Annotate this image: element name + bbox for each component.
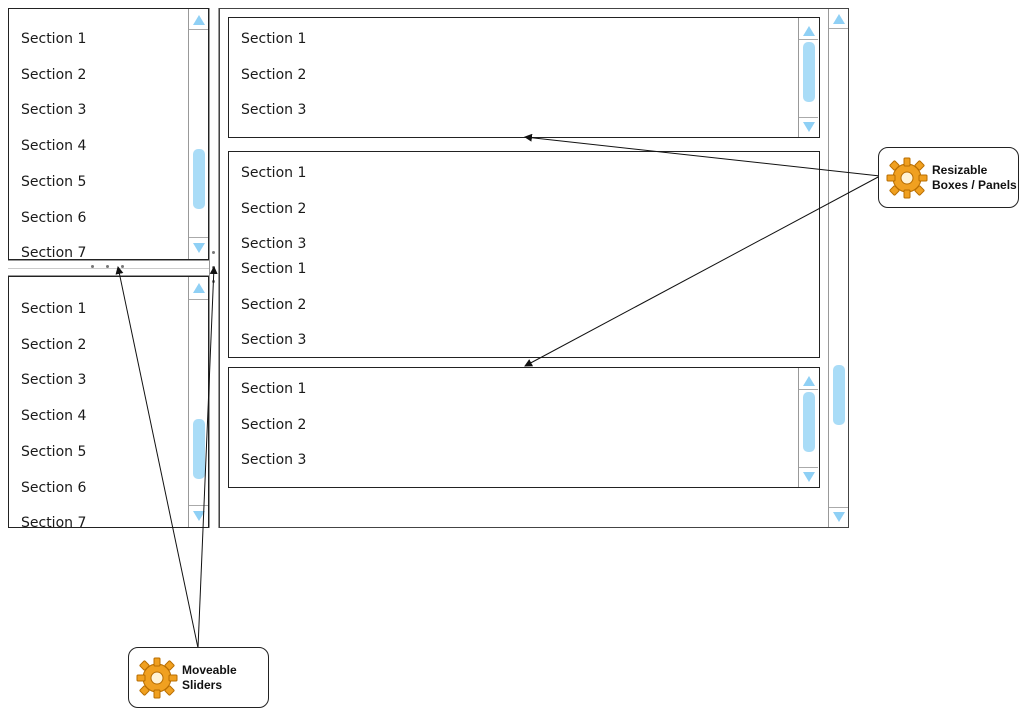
- callout-sliders-line1: Moveable: [182, 663, 237, 677]
- splitter-grip[interactable]: [212, 251, 215, 254]
- callout-resizable-line2: Boxes / Panels: [932, 178, 1017, 192]
- list-item[interactable]: Section 2: [241, 417, 307, 433]
- list-item[interactable]: Section 3: [241, 236, 307, 252]
- callout-resizable-panels: Resizable Boxes / Panels: [878, 147, 1019, 208]
- left-top-scrollbar[interactable]: [188, 9, 208, 259]
- scroll-up-arrow-icon[interactable]: [192, 283, 205, 293]
- left-bottom-scrollbar[interactable]: [188, 277, 208, 527]
- callout-sliders-label: Moveable Sliders: [182, 663, 268, 693]
- callout-sliders-line2: Sliders: [182, 678, 223, 692]
- list-item[interactable]: Section 3: [241, 332, 307, 348]
- list-item[interactable]: Section 1: [241, 165, 307, 181]
- panel-top-scrollbar[interactable]: [798, 18, 818, 137]
- resizable-panel-middle[interactable]: Section 1 Section 2 Section 3 Section 1 …: [228, 151, 820, 358]
- arrow-to-panel-bottom: [524, 175, 881, 367]
- gear-icon: [136, 657, 178, 699]
- splitter-grip[interactable]: [91, 265, 94, 268]
- arrow-to-horizontal-splitter: [115, 266, 199, 649]
- list-item[interactable]: Section 3: [241, 102, 307, 118]
- scroll-down-arrow-icon[interactable]: [832, 512, 845, 522]
- list-item[interactable]: Section 7: [21, 245, 87, 260]
- left-top-list-panel: Section 1 Section 2 Section 3 Section 4 …: [8, 8, 209, 260]
- list-item[interactable]: Section 2: [241, 67, 307, 83]
- list-item[interactable]: Section 4: [21, 138, 87, 154]
- list-item[interactable]: Section 3: [241, 452, 307, 468]
- scroll-thumb[interactable]: [802, 392, 815, 452]
- list-item[interactable]: Section 3: [21, 372, 87, 388]
- right-container-scrollbar[interactable]: [828, 9, 848, 527]
- scroll-up-arrow-icon[interactable]: [192, 15, 205, 25]
- scroll-thumb[interactable]: [832, 365, 845, 425]
- list-item[interactable]: Section 1: [21, 31, 87, 47]
- scroll-up-arrow-icon[interactable]: [832, 14, 845, 24]
- gear-icon: [886, 157, 928, 199]
- callout-moveable-sliders: Moveable Sliders: [128, 647, 269, 708]
- list-item[interactable]: Section 2: [21, 337, 87, 353]
- scroll-down-arrow-icon[interactable]: [802, 122, 815, 132]
- scroll-down-arrow-icon[interactable]: [192, 511, 205, 521]
- callout-resizable-label: Resizable Boxes / Panels: [932, 163, 1020, 193]
- list-item[interactable]: Section 6: [21, 210, 87, 226]
- list-item[interactable]: Section 6: [21, 480, 87, 496]
- arrow-to-vertical-splitter: [197, 266, 218, 649]
- list-item[interactable]: Section 4: [21, 408, 87, 424]
- list-item[interactable]: Section 2: [241, 297, 307, 313]
- resizable-panel-bottom[interactable]: Section 1 Section 2 Section 3: [228, 367, 820, 488]
- splitter-grip[interactable]: [106, 265, 109, 268]
- scroll-up-arrow-icon[interactable]: [802, 376, 815, 386]
- left-bottom-list-panel: Section 1 Section 2 Section 3 Section 4 …: [8, 276, 209, 528]
- scroll-thumb[interactable]: [802, 42, 815, 102]
- list-item[interactable]: Section 5: [21, 444, 87, 460]
- list-item[interactable]: Section 2: [241, 201, 307, 217]
- list-item[interactable]: Section 7: [21, 515, 87, 528]
- arrow-to-panel-top: [524, 133, 881, 177]
- list-item[interactable]: Section 2: [21, 67, 87, 83]
- list-item[interactable]: Section 1: [241, 261, 307, 277]
- list-item[interactable]: Section 1: [241, 381, 307, 397]
- scroll-down-arrow-icon[interactable]: [802, 472, 815, 482]
- list-item[interactable]: Section 5: [21, 174, 87, 190]
- scroll-up-arrow-icon[interactable]: [802, 26, 815, 36]
- list-item[interactable]: Section 3: [21, 102, 87, 118]
- scroll-thumb[interactable]: [192, 149, 205, 209]
- resizable-panel-top[interactable]: Section 1 Section 2 Section 3: [228, 17, 820, 138]
- list-item[interactable]: Section 1: [241, 31, 307, 47]
- scroll-down-arrow-icon[interactable]: [192, 243, 205, 253]
- list-item[interactable]: Section 1: [21, 301, 87, 317]
- scroll-thumb[interactable]: [192, 419, 205, 479]
- callout-resizable-line1: Resizable: [932, 163, 988, 177]
- panel-bottom-scrollbar[interactable]: [798, 368, 818, 487]
